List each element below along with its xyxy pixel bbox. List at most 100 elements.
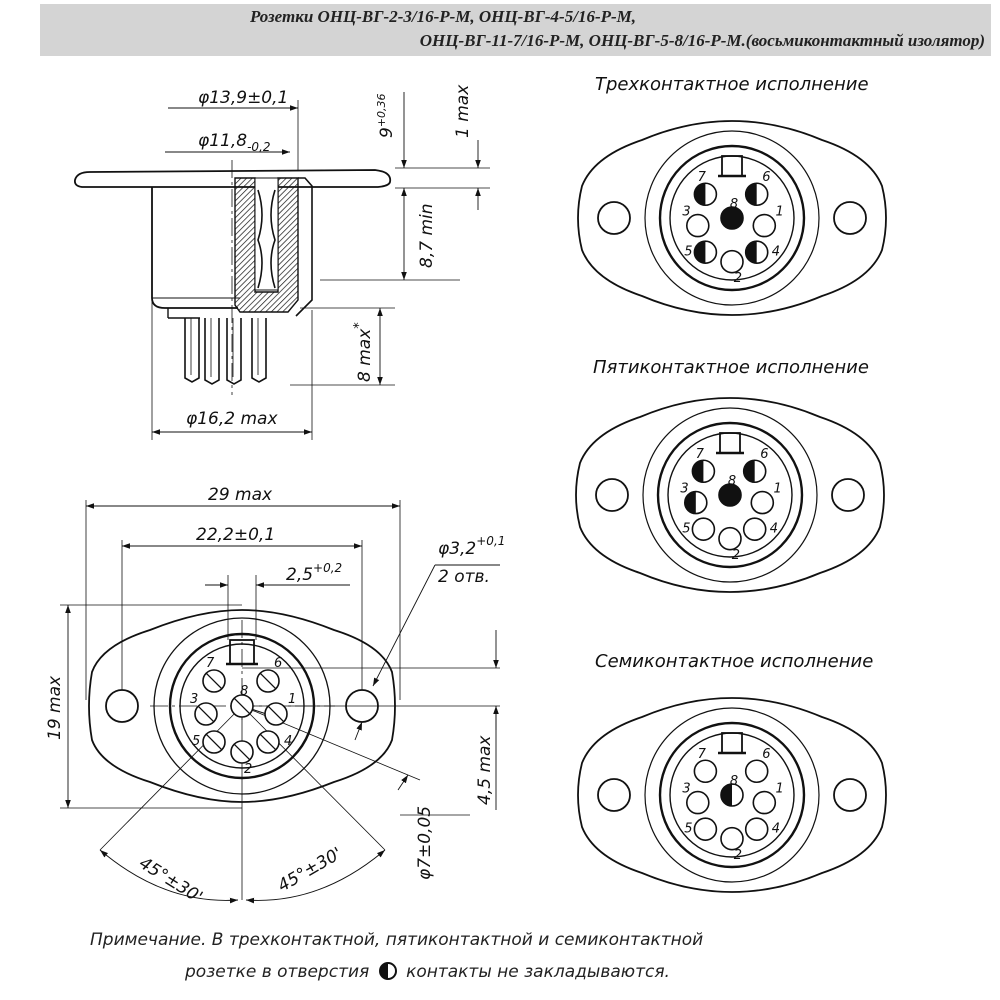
pin-label-7: 7 (696, 447, 705, 462)
key-slot (719, 432, 741, 454)
mount-hole-right (833, 778, 867, 812)
pin-label-2: 2 (732, 548, 740, 563)
dim-key-width: 2,5+0,2 (286, 561, 342, 585)
pin-label-6: 6 (762, 170, 770, 185)
key-slot (721, 155, 743, 177)
body-outline (151, 187, 238, 309)
pin-7 (693, 759, 718, 784)
title-line-1: Розетки ОНЦ-ВГ-2-3/16-Р-М, ОНЦ-ВГ-4-5/16… (250, 7, 637, 26)
pin-label-7: 7 (698, 170, 707, 185)
variant-title: Семиконтактное исполнение (595, 651, 873, 672)
pin-2 (720, 826, 744, 851)
pin-1 (752, 213, 777, 238)
pin-label-8: 8 (728, 474, 736, 489)
pin-4 (742, 517, 767, 542)
pin-label-4: 4 (772, 244, 780, 259)
side-view-labels: φ13,9±0,1 φ11,8-0,2 9+0,36 1 max 8,7 min… (186, 84, 473, 429)
variant-flange (575, 397, 885, 593)
pin-label-4: 4 (770, 521, 778, 536)
pin-1 (750, 490, 775, 515)
pin-label-4: 4 (284, 734, 292, 749)
pin-label-1: 1 (776, 781, 784, 796)
footnote-text-before: розетке в отверстия (185, 962, 370, 982)
pin-5 (693, 240, 718, 264)
footnote-line-2: розетке в отверстия контакты не закладыв… (185, 957, 670, 987)
pins (184, 318, 267, 385)
pin-label-2: 2 (734, 271, 742, 286)
flange-diamond (88, 609, 396, 803)
mount-hole-right (831, 478, 865, 512)
variant-flange (577, 697, 887, 893)
pin-label-5: 5 (684, 821, 692, 836)
pin-label-7: 7 (698, 747, 707, 762)
pin-label-7: 7 (206, 656, 215, 671)
angle-right: 45°±30' (275, 844, 346, 897)
pin-7 (691, 459, 716, 484)
pin-7 (202, 669, 226, 693)
pin-label-1: 1 (288, 692, 296, 707)
pin-3 (685, 213, 710, 238)
pin-3 (683, 490, 708, 515)
dim-inner-diameter: φ11,8-0,2 (198, 131, 271, 154)
pin-4 (256, 730, 280, 754)
dim-body-diameter: φ16,2 max (186, 409, 278, 429)
pin-8 (718, 483, 742, 507)
mount-hole-left (597, 778, 631, 812)
mount-hole-right (345, 689, 379, 723)
pin-6 (744, 182, 769, 207)
title-line-2: ОНЦ-ВГ-11-7/16-Р-М, ОНЦ-ВГ-5-8/16-Р-М.(в… (419, 31, 985, 50)
half-filled-circle-icon (378, 962, 397, 980)
dim-overall-width: 29 max (208, 485, 273, 505)
mount-hole-left (597, 201, 631, 235)
pin-label-6: 6 (762, 747, 770, 762)
pin-8 (720, 206, 744, 230)
pin-7 (693, 182, 718, 207)
dim-overall-height: 19 max (45, 675, 65, 740)
pin-label-3: 3 (190, 692, 198, 707)
pin-6 (744, 759, 769, 784)
pin-label-1: 1 (774, 481, 782, 496)
mount-hole-left (595, 478, 629, 512)
pin-label-6: 6 (760, 447, 768, 462)
dim-depth-min: 8,7 min (417, 204, 437, 269)
dim-pin-circle: φ7±0,05 (415, 806, 435, 880)
title-banner: Розетки ОНЦ-ВГ-2-3/16-Р-М, ОНЦ-ВГ-4-5/16… (40, 4, 991, 56)
dim-hole-spacing: 22,2±0,1 (196, 525, 275, 545)
variant-flange (577, 120, 887, 316)
mount-hole-right (833, 201, 867, 235)
pin-label-8: 8 (730, 197, 738, 212)
pin-1 (264, 702, 288, 726)
dim-pin-length: 8 max* (352, 322, 375, 382)
pin-label-3: 3 (682, 204, 690, 219)
pin-label-4: 4 (772, 821, 780, 836)
pin-5 (202, 730, 226, 754)
pin-label-2: 2 (734, 848, 742, 863)
dim-hole-diameter: φ3,2+0,1 (438, 534, 505, 559)
front-view-labels: 29 max 22,2±0,1 2,5+0,2 φ3,2+0,1 2 отв. … (45, 485, 505, 908)
variant-views: Трехконтактное исполнение12345678Пятикон… (575, 74, 887, 893)
dim-height: 9+0,36 (375, 93, 397, 138)
key-slot (721, 732, 743, 754)
pin-label-5: 5 (684, 244, 692, 259)
flange-outline (73, 169, 392, 188)
pin-label-5: 5 (682, 521, 690, 536)
pin-4 (744, 817, 769, 842)
pin-5 (693, 817, 718, 842)
dim-offset: 4,5 max (475, 735, 495, 805)
pin-label-8: 8 (730, 774, 738, 789)
pin-label-2: 2 (244, 762, 252, 777)
pin-2 (720, 249, 744, 274)
front-view (60, 500, 500, 904)
pin-3 (685, 790, 710, 815)
pin-6 (742, 459, 767, 484)
pin-label-1: 1 (776, 204, 784, 219)
pin-4 (744, 240, 769, 264)
pin-label-3: 3 (682, 781, 690, 796)
dim-outer-diameter: φ13,9±0,1 (198, 88, 288, 108)
variant-title: Пятиконтактное исполнение (593, 357, 869, 378)
pin-6 (256, 669, 280, 693)
pin-8 (720, 783, 744, 807)
